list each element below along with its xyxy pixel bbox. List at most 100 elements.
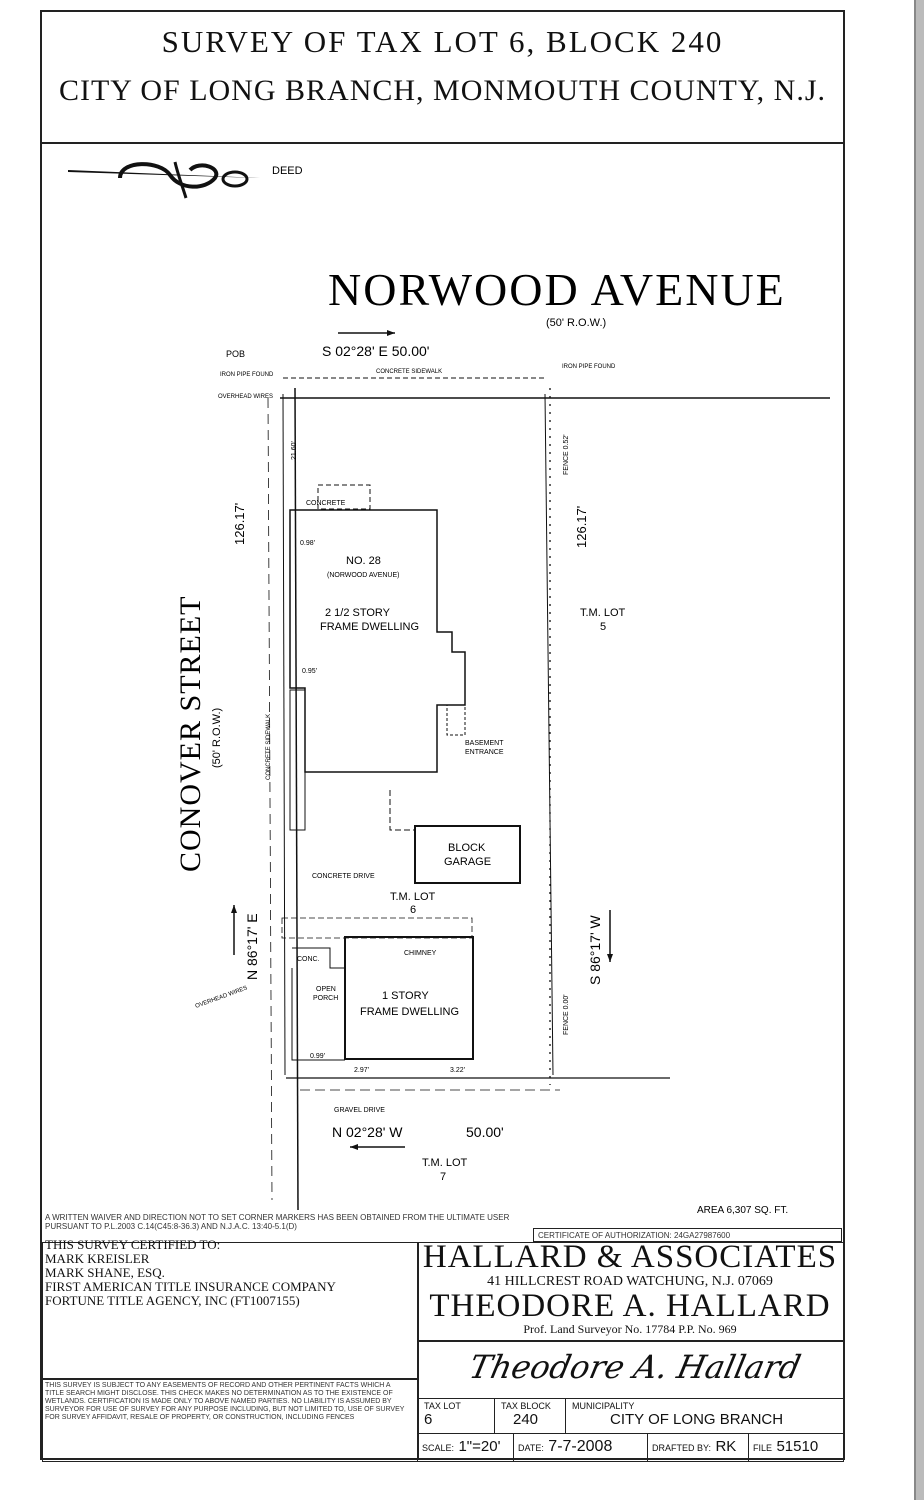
small-house-2: FRAME DWELLING xyxy=(360,1006,459,1018)
north-arrow-icon xyxy=(68,161,260,199)
tax-block-value: 240 xyxy=(513,1411,539,1428)
street-conover: CONOVER STREET xyxy=(174,596,207,873)
basement-2: ENTRANCE xyxy=(465,749,504,756)
cert-line: FORTUNE TITLE AGENCY, INC (FT1007155) xyxy=(45,1293,300,1308)
label-iron-pipe-left: IRON PIPE FOUND xyxy=(220,372,274,378)
tax-block-label: TAX BLOCK xyxy=(501,1401,551,1411)
title-line-1: SURVEY OF TAX LOT 6, BLOCK 240 xyxy=(161,24,724,59)
lot6-2: 6 xyxy=(410,904,416,916)
bearing-right: S 86°17' W xyxy=(587,914,603,985)
label-concrete: CONCRETE xyxy=(306,500,346,507)
scan-edge xyxy=(916,0,924,1500)
date-value: 7-7-2008 xyxy=(548,1438,613,1455)
dist-right: 126.17' xyxy=(574,506,589,548)
label-concrete-sidewalk: CONCRETE SIDEWALK xyxy=(376,369,442,375)
fence-000: FENCE 0.00' xyxy=(563,994,570,1035)
dim-2160: 21.60' xyxy=(291,441,298,460)
dist-left: 126.17' xyxy=(232,503,247,545)
house-no: NO. 28 xyxy=(346,555,381,567)
survey-plan: DEED NORWOOD AVENUE (50' R.O.W.) CONOVER… xyxy=(68,161,830,1216)
open-porch-1: OPEN xyxy=(316,986,336,993)
bearing-bottom-dist: 50.00' xyxy=(466,1124,504,1140)
certificate-text: CERTIFICATE OF AUTHORIZATION: 24GA279876… xyxy=(538,1231,731,1240)
label-overhead-wires: OVERHEAD WIRES xyxy=(218,394,273,400)
scan-edge-shadow xyxy=(914,0,916,1500)
house-street: (NORWOOD AVENUE) xyxy=(327,572,399,579)
label-pob: POB xyxy=(226,349,245,359)
municipality-value: CITY OF LONG BRANCH xyxy=(610,1411,784,1428)
tax-lot-label: TAX LOT xyxy=(424,1401,461,1411)
house-type-2: FRAME DWELLING xyxy=(320,621,419,633)
municipality-cell: MUNICIPALITY CITY OF LONG BRANCH xyxy=(565,1398,844,1434)
drafted-label: DRAFTED BY: xyxy=(652,1443,712,1453)
label-iron-pipe-right: IRON PIPE FOUND xyxy=(562,364,616,370)
surveyor-name: THEODORE A. HALLARD xyxy=(429,1288,831,1324)
file-label: FILE xyxy=(753,1443,773,1453)
scale-cell: SCALE: 1"=20' xyxy=(417,1433,514,1462)
basement-1: BASEMENT xyxy=(465,740,504,747)
tax-block-cell: TAX BLOCK 240 xyxy=(494,1398,566,1434)
street-norwood-row: (50' R.O.W.) xyxy=(546,317,606,329)
signature: Theodore A. Hallard xyxy=(465,1348,805,1386)
cert-line: FIRST AMERICAN TITLE INSURANCE COMPANY xyxy=(45,1279,336,1294)
small-house-outline xyxy=(344,936,474,1060)
dim-322: 3.22' xyxy=(450,1067,465,1074)
main-house-outline xyxy=(289,509,466,773)
garage-1: BLOCK xyxy=(448,842,486,854)
survey-sheet: SURVEY OF TAX LOT 6, BLOCK 240 CITY OF L… xyxy=(40,10,845,1460)
north-arrow-label: DEED xyxy=(272,165,303,177)
house-type-1: 2 1/2 STORY xyxy=(325,607,391,619)
gravel-drive: GRAVEL DRIVE xyxy=(334,1107,385,1114)
firm-block: HALLARD & ASSOCIATES 41 HILLCREST ROAD W… xyxy=(418,1240,842,1336)
overhead-wires-2: OVERHEAD WIRES xyxy=(195,985,249,1009)
drafted-cell: DRAFTED BY: RK xyxy=(647,1433,749,1462)
certificate-box: CERTIFICATE OF AUTHORIZATION: 24GA279876… xyxy=(533,1228,842,1242)
municipality-label: MUNICIPALITY xyxy=(572,1401,635,1411)
open-porch-2: PORCH xyxy=(313,995,338,1002)
title-divider xyxy=(417,1242,419,1460)
file-cell: FILE 51510 xyxy=(748,1433,844,1462)
dim-098: 0.98' xyxy=(300,540,315,547)
lot5-1: T.M. LOT xyxy=(580,607,626,619)
title-line-2: CITY OF LONG BRANCH, MONMOUTH COUNTY, N.… xyxy=(58,74,827,107)
dim-095: 0.95' xyxy=(302,668,317,675)
disclaimer-divider xyxy=(42,1378,417,1380)
cert-line: MARK SHANE, ESQ. xyxy=(45,1265,165,1280)
waiver-note: A WRITTEN WAIVER AND DIRECTION NOT TO SE… xyxy=(45,1213,510,1231)
small-house-1: 1 STORY xyxy=(382,990,429,1002)
cert-line: MARK KREISLER xyxy=(45,1251,150,1266)
certification: THIS SURVEY CERTIFIED TO: MARK KREISLER … xyxy=(45,1238,413,1308)
bearing-top: S 02°28' E 50.00' xyxy=(322,343,429,359)
bearing-bottom: N 02°28' W xyxy=(332,1124,403,1140)
tax-lot-value: 6 xyxy=(424,1411,433,1428)
tax-lot-cell: TAX LOT 6 xyxy=(417,1398,495,1434)
area: AREA 6,307 SQ. FT. xyxy=(697,1205,788,1216)
signature-divider xyxy=(417,1340,844,1342)
firm-name: HALLARD & ASSOCIATES xyxy=(422,1239,838,1275)
street-norwood: NORWOOD AVENUE xyxy=(328,264,786,315)
street-conover-row: (50' R.O.W.) xyxy=(211,708,223,768)
cert-heading: THIS SURVEY CERTIFIED TO: xyxy=(45,1237,221,1252)
conc: CONC. xyxy=(297,956,320,963)
garage-2: GARAGE xyxy=(444,856,491,868)
dim-099: 0.99' xyxy=(310,1053,325,1060)
title-block: SURVEY OF TAX LOT 6, BLOCK 240 CITY OF L… xyxy=(42,12,843,144)
lot7-1: T.M. LOT xyxy=(422,1157,468,1169)
bearing-left: N 86°17' E xyxy=(244,913,260,980)
scale-label: SCALE: xyxy=(422,1443,455,1453)
license: Prof. Land Surveyor No. 17784 P.P. No. 9… xyxy=(523,1322,737,1336)
lot5-2: 5 xyxy=(600,621,606,633)
date-cell: DATE: 7-7-2008 xyxy=(513,1433,648,1462)
lot6-1: T.M. LOT xyxy=(390,891,436,903)
lot7-2: 7 xyxy=(440,1171,446,1183)
dim-297: 2.97' xyxy=(354,1067,369,1074)
date-label: DATE: xyxy=(518,1443,544,1453)
file-value: 51510 xyxy=(776,1438,819,1455)
garage-outline xyxy=(414,825,521,884)
drafted-value: RK xyxy=(715,1438,737,1455)
firm-address: 41 HILLCREST ROAD WATCHUNG, N.J. 07069 xyxy=(487,1274,773,1289)
scale-value: 1"=20' xyxy=(458,1438,501,1455)
concrete-drive: CONCRETE DRIVE xyxy=(312,873,375,880)
chimney: CHIMNEY xyxy=(404,950,437,957)
fence-052: FENCE 0.52' xyxy=(563,434,570,475)
